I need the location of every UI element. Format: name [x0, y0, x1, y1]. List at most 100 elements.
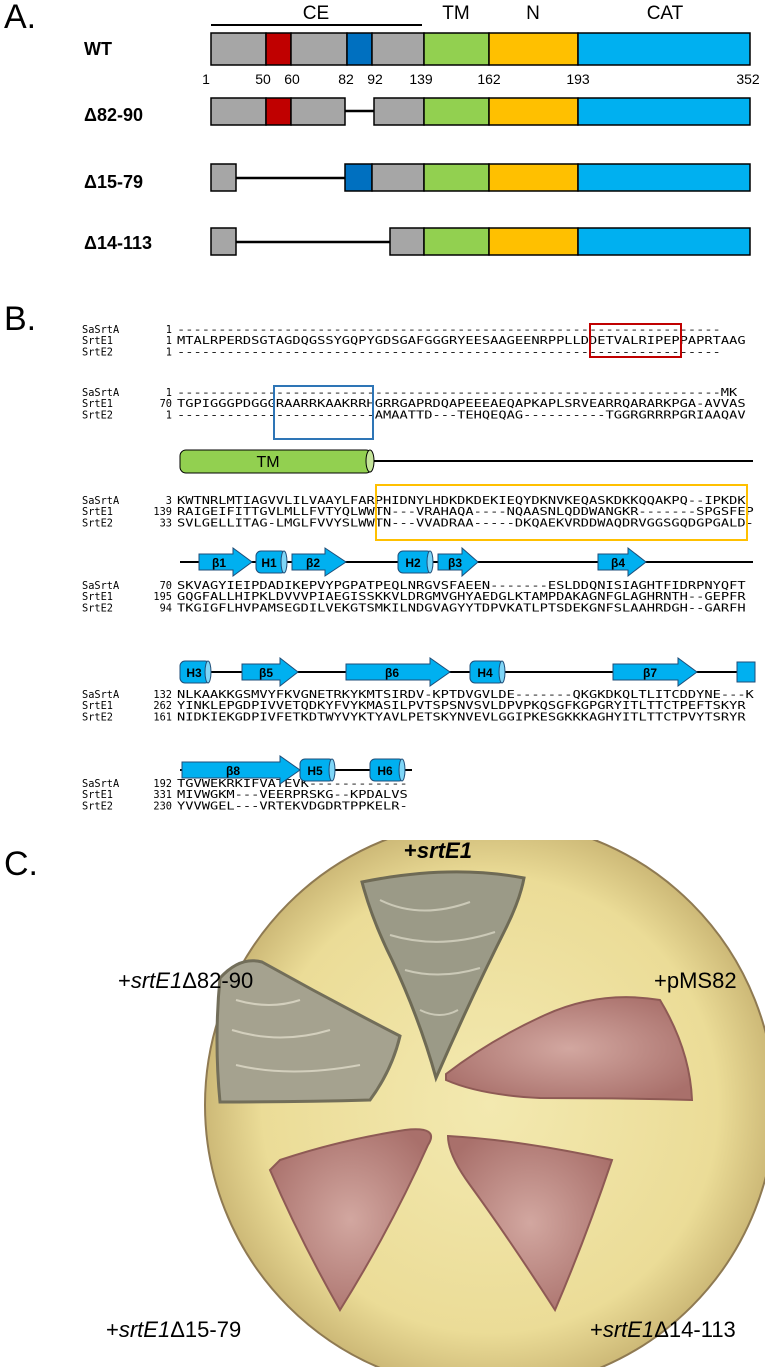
ss-helix3: H3 [186, 666, 202, 680]
seq-name: SrtE1 [82, 789, 113, 801]
seq-start: 1 [166, 335, 172, 347]
seq-name: SaSrtA [82, 495, 120, 507]
n-domain-label: N [526, 3, 540, 24]
label-bottom-right: +srtE1Δ14-113 [590, 1317, 736, 1342]
seq-start: 1 [166, 346, 172, 358]
seq-residues: GQGFALLHIPKLDVVVPIAEGISSKKVLDRGMVGHYAEDG… [177, 591, 747, 603]
seq-start: 94 [160, 602, 172, 614]
secondary-structure-row-3: β8 H5 H6 [180, 755, 412, 785]
tm-domain-label: TM [442, 3, 469, 24]
label-bottom-left: +srtE1Δ15-79 [106, 1317, 241, 1342]
label-right: +pMS82 [654, 968, 737, 993]
seq-residues: TGPIGGGPDGGGRAARRKAAKRRHGRRGAPRDQAPEEEAE… [177, 398, 746, 410]
ss-beta4: β4 [611, 556, 625, 570]
seq-name: SaSrtA [82, 324, 120, 336]
position-60: 60 [284, 71, 300, 87]
secondary-structure-row-2: H3 β5 β6 H4 β7 [179, 656, 756, 688]
seq-start: 1 [166, 324, 172, 336]
seq-name: SrtE1 [82, 335, 113, 347]
ce-label: CE [303, 3, 329, 24]
seq-name: SrtE1 [82, 591, 113, 603]
ss-beta2: β2 [306, 556, 320, 570]
construct-label-d15-79: Δ15-79 [84, 172, 143, 192]
construct-label-wt: WT [84, 39, 112, 59]
label-left: +srtE1Δ82-90 [118, 968, 253, 993]
seq-name: SrtE2 [82, 711, 113, 723]
position-92: 92 [367, 71, 383, 87]
label-top: +srtE1 [404, 840, 472, 863]
sequence-alignment-figure: SaSrtA 1 ---------------------------------… [82, 323, 756, 812]
seq-start: 192 [153, 778, 172, 790]
ss-beta6: β6 [385, 666, 399, 680]
red-box-region [589, 323, 682, 358]
seq-name: SaSrtA [82, 689, 120, 701]
seq-residues: TKGIGFLHVPAMSEGDILVEKGTSMKILNDGVAGYYTDPV… [177, 602, 746, 614]
ss-beta7: β7 [643, 666, 657, 680]
ss-beta8: β8 [226, 764, 240, 778]
construct-label-d14-113: Δ14-113 [84, 233, 152, 253]
seq-start: 70 [160, 398, 172, 410]
position-50: 50 [255, 71, 271, 87]
colony-srtE1-d15-79 [268, 1128, 433, 1312]
seq-start: 139 [153, 506, 172, 518]
seq-start: 70 [160, 580, 172, 592]
ss-helix6: H6 [377, 764, 393, 778]
seq-residues: ------------------------AMAATTD---TEHQEQ… [177, 409, 746, 421]
seq-name: SrtE1 [82, 700, 113, 712]
position-352: 352 [736, 71, 760, 87]
ss-beta1: β1 [212, 556, 226, 570]
ss-helix1: H1 [261, 556, 277, 570]
position-139: 139 [409, 71, 433, 87]
seq-name: SrtE2 [82, 800, 113, 812]
seq-residues: YVVWGEL---VRTEKVDGDRTPPKELR- [177, 800, 408, 812]
colony-srtE1-d14-113 [446, 1134, 614, 1313]
seq-residues: RAIGEIFITTGVLMLLFVTYQLWWTN---VRAHAQA----… [177, 506, 754, 518]
seq-start: 195 [153, 591, 172, 603]
seq-name: SrtE2 [82, 517, 113, 529]
ss-beta5: β5 [259, 666, 273, 680]
seq-residues: NIDKIEKGDPIVFETKDTWYVYKTYAVLPETSKYNVEVLG… [177, 711, 747, 723]
seq-start: 132 [153, 689, 172, 701]
seq-residues: NLKAAKKGSMVYFKVGNETRKYKMTSIRDV-KPTDVGVLD… [177, 689, 755, 701]
seq-name: SrtE2 [82, 346, 113, 358]
construct-bar-d82-90 [210, 97, 751, 126]
seq-residues: MTALRPERDSGTAGDQGSSYGQPYGDSGAFGGGRYEESAA… [177, 335, 746, 347]
yellow-box-region [375, 484, 748, 541]
tm-helix: TM [179, 449, 753, 474]
seq-name: SrtE2 [82, 409, 113, 421]
cat-domain-label: CAT [647, 3, 684, 24]
position-162: 162 [477, 71, 501, 87]
seq-residues: TGVWEKRKIFVATEVK------------ [177, 778, 408, 790]
ss-helix2: H2 [405, 556, 421, 570]
seq-start: 331 [153, 789, 172, 801]
seq-start: 161 [153, 711, 172, 723]
panel-c-label: C. [4, 845, 38, 883]
seq-start: 33 [160, 517, 172, 529]
position-193: 193 [566, 71, 590, 87]
seq-name: SrtE2 [82, 602, 113, 614]
seq-start: 3 [166, 495, 172, 507]
ss-helix5: H5 [307, 764, 323, 778]
blue-box-region [273, 385, 374, 440]
seq-name: SrtE1 [82, 506, 113, 518]
seq-name: SaSrtA [82, 778, 120, 790]
position-1: 1 [202, 71, 210, 87]
seq-name: SrtE1 [82, 398, 113, 410]
seq-start: 1 [166, 387, 172, 399]
seq-residues: MIVWGKM---VEERPRSKG--KPDALVS [177, 789, 408, 801]
construct-bar-wt [210, 32, 751, 66]
colony-pMS82 [445, 996, 694, 1102]
panel-a-label: A. [4, 0, 37, 36]
seq-residues: SVLGELLITAG-LMGLFVVYSLWWTN---VVADRAA----… [177, 517, 754, 529]
domain-architecture-figure: CE TM N CAT WT 1 50 60 82 92 139 162 193… [84, 3, 760, 256]
seq-start: 262 [153, 700, 172, 712]
construct-bar-d14-113 [210, 227, 751, 256]
seq-start: 230 [153, 800, 172, 812]
seq-name: SaSrtA [82, 387, 120, 399]
panel-b-label: B. [4, 300, 37, 338]
ss-helix4: H4 [477, 666, 493, 680]
seq-residues: ----------------------------------------… [177, 324, 721, 336]
ss-beta3: β3 [448, 556, 462, 570]
seq-residues: KWTNRLMTIAGVVLILVAAYLFARPHIDNYLHDKDKDEKI… [177, 495, 747, 507]
construct-label-d82-90: Δ82-90 [84, 105, 143, 125]
